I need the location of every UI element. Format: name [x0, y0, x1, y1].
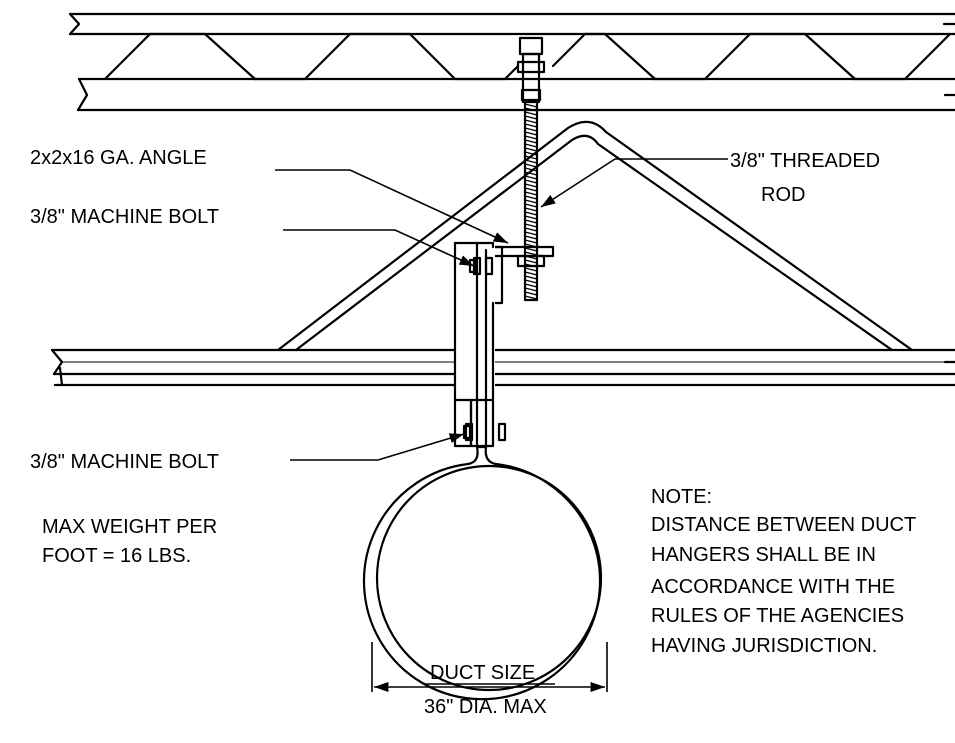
bolt-top-label: 3/8" MACHINE BOLT — [30, 206, 219, 228]
duct-dia-label: 36" DIA. MAX — [424, 696, 547, 718]
weight-label-line2: FOOT = 16 LBS. — [42, 545, 191, 567]
bolt-bottom-label: 3/8" MACHINE BOLT — [30, 451, 219, 473]
rod-clamp — [516, 36, 546, 104]
note-line4: RULES OF THE AGENCIES — [651, 605, 904, 627]
lower-beam — [50, 348, 955, 387]
note-line1: DISTANCE BETWEEN DUCT — [651, 514, 916, 536]
note-line2: HANGERS SHALL BE IN — [651, 544, 876, 566]
hanger-strap — [453, 241, 507, 463]
duct-size-label: DUCT SIZE — [430, 662, 535, 684]
rod-label-line2: ROD — [761, 184, 805, 206]
top-joist — [68, 12, 955, 112]
weight-label-line1: MAX WEIGHT PER — [42, 516, 217, 538]
angle-label: 2x2x16 GA. ANGLE — [30, 147, 207, 169]
angle-bracket — [491, 245, 555, 305]
note-title: NOTE: — [651, 486, 712, 508]
threaded-rod — [523, 99, 539, 302]
note-line5: HAVING JURISDICTION. — [651, 635, 877, 657]
duct-dimension — [371, 642, 608, 693]
triangle-web — [276, 120, 914, 352]
leaders — [275, 158, 728, 461]
rod-label-line1: 3/8" THREADED — [730, 150, 880, 172]
note-line3: ACCORDANCE WITH THE — [651, 576, 895, 598]
